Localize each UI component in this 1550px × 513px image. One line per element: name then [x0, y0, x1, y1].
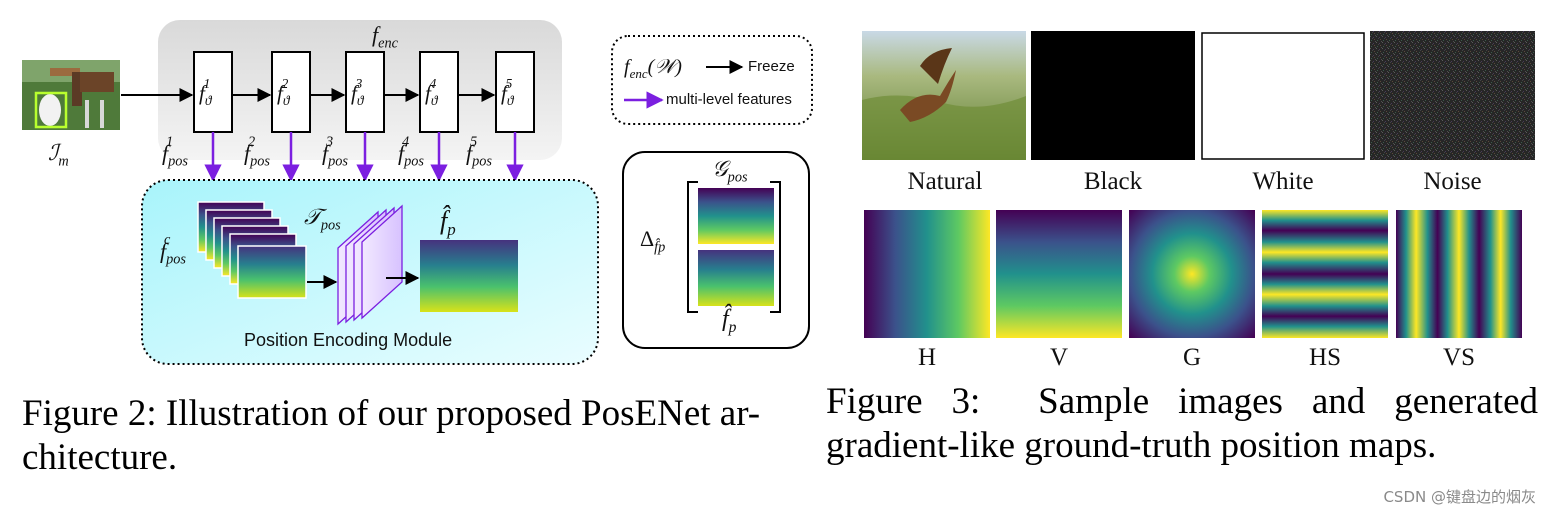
map-g [1129, 210, 1255, 338]
figure3-caption: Figure 3: Sample images and generated gr… [826, 380, 1538, 468]
stage-label-3: fϑ3 [351, 80, 370, 109]
module-label: Position Encoding Module [244, 330, 452, 351]
map-vs [1396, 210, 1522, 338]
gpos-label: 𝒢pos [712, 156, 748, 186]
stage-label-4: fϑ4 [425, 80, 444, 109]
figure2-caption-line1: Figure 2: Illustration of our proposed P… [22, 392, 822, 436]
label-g: G [1129, 344, 1255, 372]
stage-label-1: fϑ1 [199, 80, 218, 109]
pos-label-3: fpos3 [322, 140, 355, 171]
stage-label-2: fϑ2 [277, 80, 296, 109]
natural-image [862, 31, 1026, 160]
watermark: CSDN @键盘边的烟灰 [1383, 486, 1536, 507]
label-natural: Natural [862, 168, 1028, 196]
legend-freeze-formula: fenc(𝒲) [624, 56, 682, 82]
figure2-caption-line2: chitecture. [22, 436, 822, 480]
pos-label-2: fpos2 [244, 140, 277, 171]
enc-label: fenc [372, 22, 398, 52]
gpos-map [698, 188, 774, 244]
pos-label-4: fpos4 [398, 140, 431, 171]
tpos-label: 𝒯pos [304, 204, 341, 234]
pos-label-1: fpos1 [162, 140, 195, 171]
noise-image [1370, 31, 1535, 160]
legend-freeze-label: Freeze [748, 58, 795, 75]
label-white: White [1202, 168, 1364, 196]
map-h [864, 210, 990, 338]
fpos-c-label: fposc [160, 238, 192, 269]
delta-label: Δf̂p [640, 226, 665, 256]
figure2-diagram [0, 0, 820, 380]
predicted-map [698, 250, 774, 306]
label-hs: HS [1262, 344, 1388, 372]
map-hs [1262, 210, 1388, 338]
pos-label-5: fpos5 [466, 140, 499, 171]
input-label: ℐm [48, 140, 69, 170]
output-position-map [420, 240, 518, 312]
label-v: V [996, 344, 1122, 372]
label-h: H [864, 344, 990, 372]
label-black: Black [1031, 168, 1195, 196]
figure3-caption-line1: Figure 3: Sample images and generated [826, 380, 1538, 424]
label-noise: Noise [1370, 168, 1535, 196]
fp-hat-label: f̂p [440, 206, 456, 240]
input-image [22, 60, 120, 130]
label-vs: VS [1396, 344, 1522, 372]
figure3-caption-line2: gradient-like ground-truth position maps… [826, 424, 1538, 468]
white-image [1202, 33, 1364, 159]
legend-features-label: multi-level features [666, 91, 792, 108]
stage-label-5: fϑ5 [501, 80, 520, 109]
map-v [996, 210, 1122, 338]
black-image [1031, 31, 1195, 160]
loss-fp-hat-label: f̂p [722, 306, 736, 337]
figure2-caption: Figure 2: Illustration of our proposed P… [22, 392, 822, 480]
